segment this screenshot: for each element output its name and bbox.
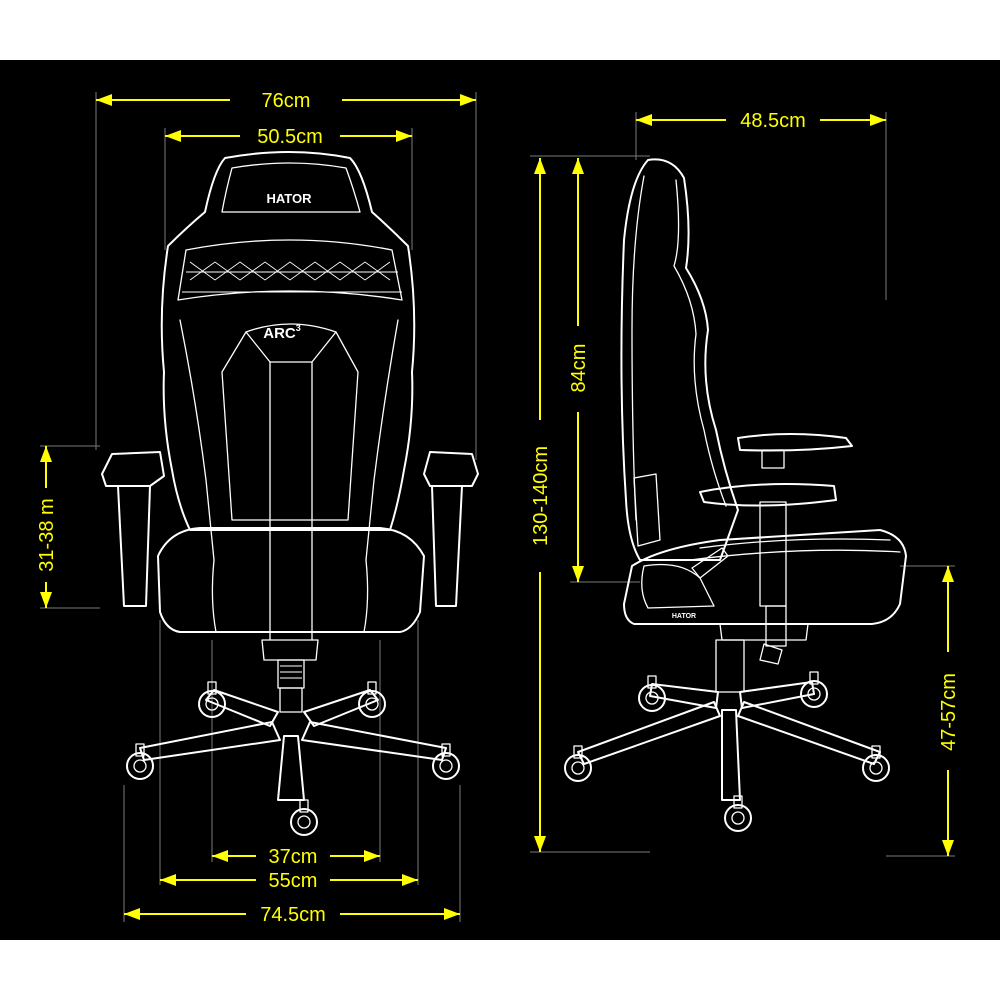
drawing-frame: HATOR ARC3 76cm 50.5cm 31-38 m 37cm 55cm… (0, 60, 1000, 940)
side-chair-outline (577, 158, 907, 801)
front-extension-lines (40, 92, 477, 922)
dim-armrest-height: 31-38 m (36, 498, 58, 571)
dim-backrest-width: 50.5cm (257, 126, 323, 148)
side-extension-lines (530, 112, 955, 857)
front-dimension-lines (40, 94, 476, 920)
dim-depth: 48.5cm (740, 110, 806, 132)
dim-base-width: 74.5cm (260, 904, 326, 926)
front-logo: HATOR (266, 191, 312, 206)
dim-seat-height: 47-57cm (938, 673, 960, 751)
side-view: HATOR 48.5cm 84cm 130-140cm 47-57cm (530, 110, 960, 857)
backrest-badge: ARC3 (263, 323, 301, 342)
backrest-badge-sup: 3 (296, 323, 301, 333)
front-chair-outline (101, 151, 479, 801)
front-view: HATOR ARC3 76cm 50.5cm 31-38 m 37cm 55cm… (36, 90, 479, 926)
dim-backrest-height: 84cm (568, 344, 590, 393)
backrest-badge-text: ARC (263, 325, 296, 342)
side-logo: HATOR (672, 613, 696, 620)
front-casters (126, 681, 460, 836)
side-dimension-lines (534, 114, 954, 856)
dim-base-inner: 37cm (269, 846, 318, 868)
chair-dimension-drawing: HATOR ARC3 76cm 50.5cm 31-38 m 37cm 55cm… (36, 90, 960, 926)
dim-total-height: 130-140cm (530, 446, 552, 546)
dim-overall-width: 76cm (262, 90, 311, 112)
dim-base-mid: 55cm (269, 870, 318, 892)
